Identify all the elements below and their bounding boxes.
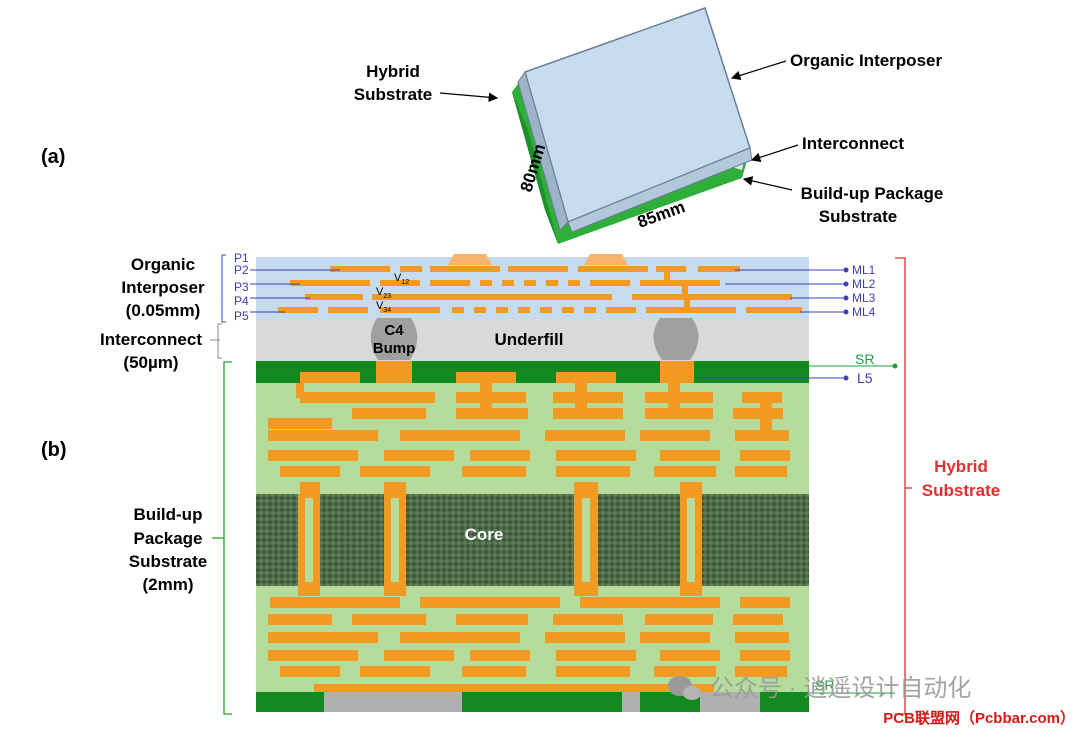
organic-label-3: (0.05mm)	[126, 301, 201, 320]
organic-label-1: Organic	[131, 255, 195, 274]
underfill-layer	[256, 319, 809, 361]
buildup-label-2: Substrate	[819, 207, 897, 226]
interconnect-arrow	[750, 144, 799, 162]
left-labels: Organic Interposer (0.05mm) Interconnect…	[100, 255, 207, 594]
buildup-b-label-4: (2mm)	[142, 575, 193, 594]
buildup-b-label-1: Build-up	[134, 505, 203, 524]
svg-text:ML1: ML1	[852, 263, 876, 277]
organic-label-2: Interposer	[121, 278, 205, 297]
svg-text:公众号 · 逍遥设计自动化: 公众号 · 逍遥设计自动化	[710, 675, 971, 702]
interconnect-b-label-1: Interconnect	[100, 330, 202, 349]
underfill-label: Underfill	[495, 330, 564, 349]
hybrid-b-label-1: Hybrid	[934, 457, 988, 476]
interconnect-b-label-2: (50µm)	[123, 353, 178, 372]
buildup-copper-lower	[268, 586, 790, 692]
svg-text:ML2: ML2	[852, 277, 876, 291]
c4-bump-right	[653, 318, 699, 360]
site-watermark: PCB联盟网（Pcbbar.com）	[883, 709, 1075, 727]
panel-a-label: (a)	[41, 146, 65, 168]
buildup-arrow	[742, 176, 793, 191]
interconnect-label: Interconnect	[802, 134, 904, 153]
hybrid-substrate-label-2: Substrate	[354, 85, 432, 104]
svg-text:P3: P3	[234, 280, 249, 294]
buildup-b-label-2: Package	[134, 529, 203, 548]
wechat-watermark: 公众号 · 逍遥设计自动化	[668, 675, 971, 702]
svg-text:P4: P4	[234, 294, 249, 308]
buildup-copper-upper	[268, 383, 790, 494]
svg-text:V23: V23	[376, 286, 391, 300]
svg-text:V12: V12	[394, 272, 409, 286]
c4-bump-left	[370, 318, 418, 360]
svg-text:V34: V34	[376, 300, 391, 314]
panel-a-3d-package	[512, 7, 753, 244]
sr-top-label: SR	[855, 351, 874, 367]
via-labels: V12 V23 V34	[376, 272, 409, 314]
panel-b-label: (b)	[41, 439, 67, 461]
organic-interposer-label: Organic Interposer	[790, 51, 942, 70]
svg-text:ML4: ML4	[852, 305, 876, 319]
ml-labels: ML1 ML2 ML3 ML4	[852, 263, 876, 319]
buildup-b-label-3: Substrate	[129, 552, 207, 571]
c4-label-1: C4	[384, 322, 404, 339]
hybrid-arrow	[439, 92, 499, 103]
svg-text:ML3: ML3	[852, 291, 876, 305]
l5-label: L5	[857, 370, 873, 386]
hybrid-b-label-2: Substrate	[922, 481, 1000, 500]
sr-bottom-label: SR	[815, 677, 834, 693]
svg-text:P5: P5	[234, 309, 249, 323]
hybrid-substrate-label-1: Hybrid	[366, 62, 420, 81]
cross-section	[256, 254, 809, 712]
organic-interposer-arrow	[730, 60, 787, 81]
core-layer	[256, 494, 809, 586]
buildup-label-1: Build-up Package	[801, 184, 944, 203]
core-label: Core	[465, 525, 504, 544]
p-labels: P1 P2 P3 P4 P5	[234, 251, 249, 323]
interposer-copper	[278, 266, 802, 313]
svg-text:P2: P2	[234, 263, 249, 277]
hybrid-bracket	[895, 257, 912, 715]
c4-label-2: Bump	[373, 340, 416, 357]
svg-text:P1: P1	[234, 251, 249, 265]
